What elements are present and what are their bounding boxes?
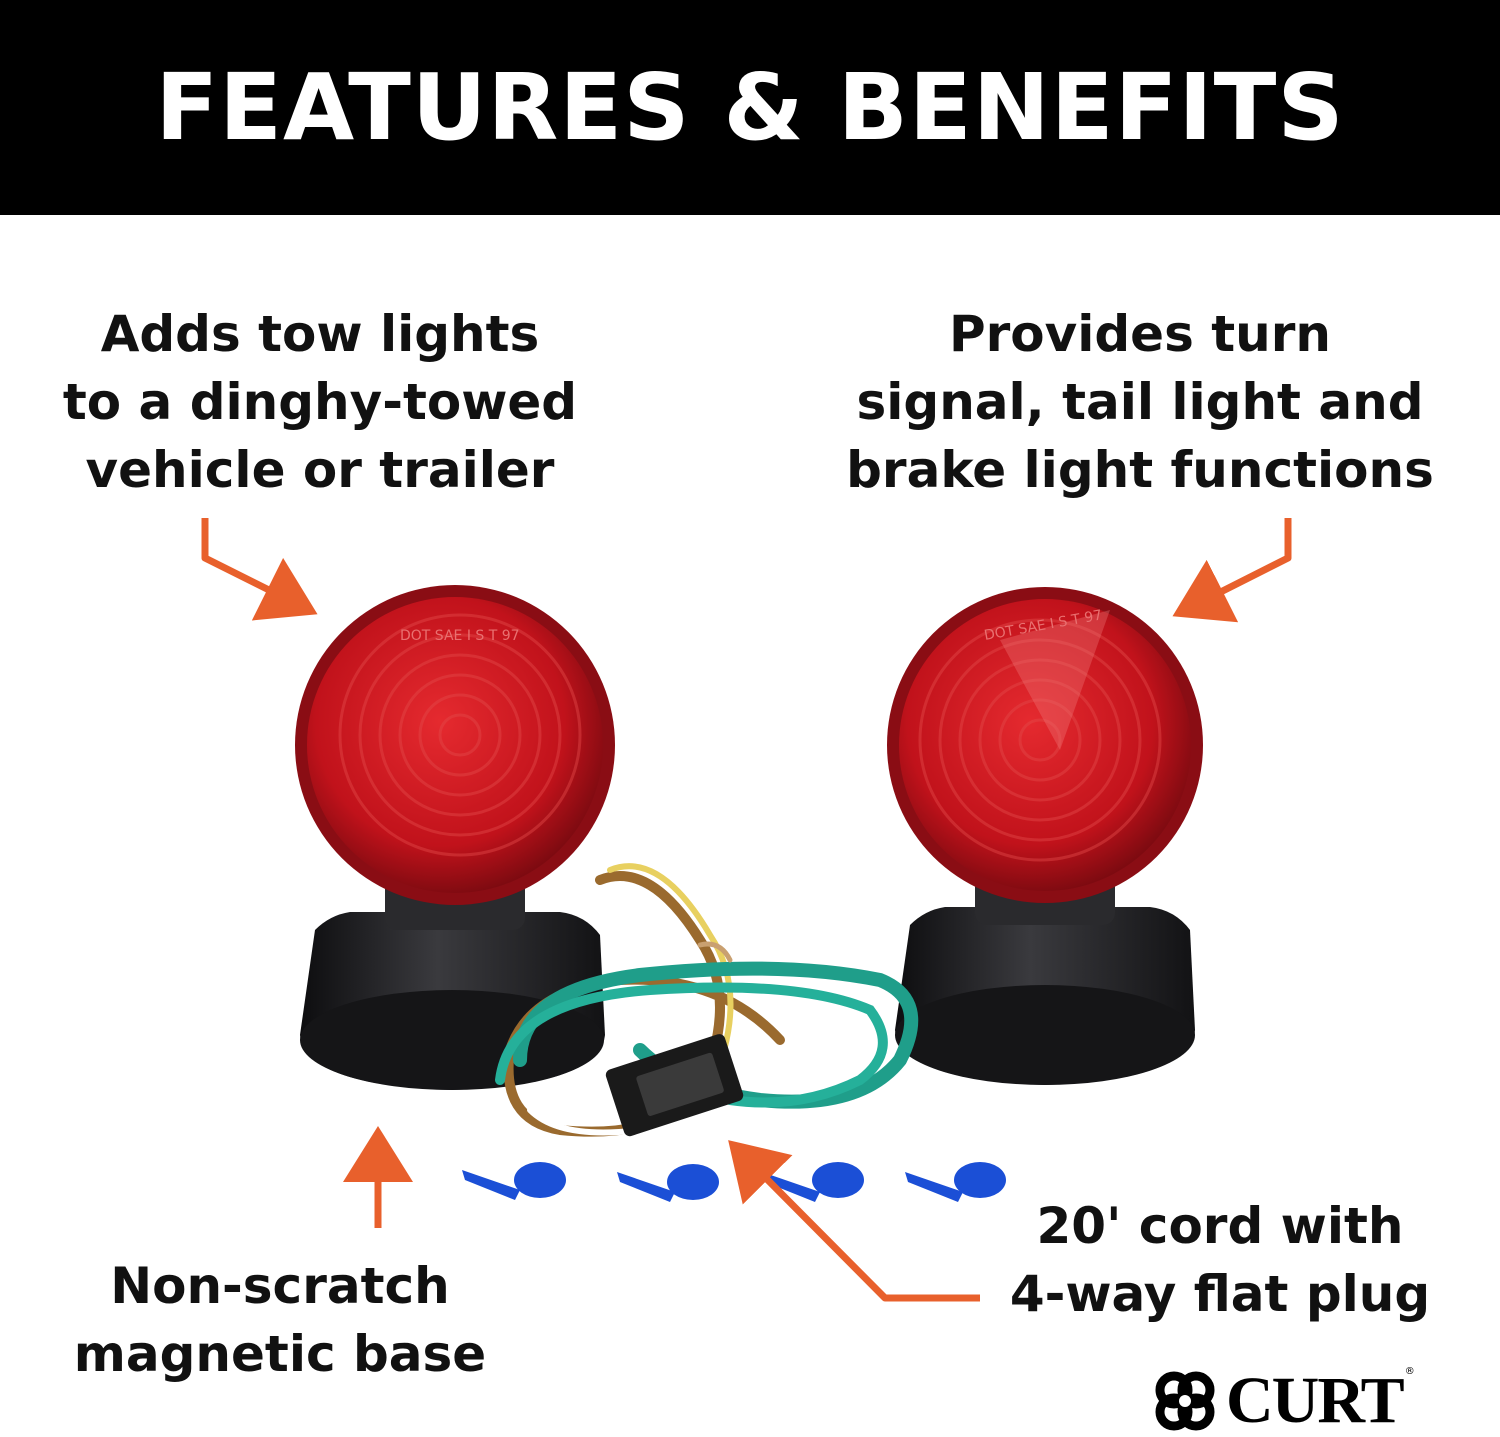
callout-line: Provides turn	[948, 305, 1331, 363]
butt-connector-4	[905, 1162, 1006, 1202]
registered-mark: ®	[1404, 1366, 1415, 1377]
page-title: FEATURES & BENEFITS	[155, 53, 1345, 161]
callout-line: Non-scratch	[110, 1257, 450, 1315]
curt-logo-icon	[1155, 1371, 1215, 1431]
callout-functions: Provides turn signal, tail light and bra…	[830, 300, 1450, 504]
callout-magnetic-base: Non-scratch magnetic base	[40, 1252, 520, 1388]
butt-connector-2	[617, 1164, 719, 1202]
callout-cord: 20' cord with 4-way flat plug	[990, 1192, 1450, 1328]
callout-line: 20' cord with	[1036, 1197, 1404, 1255]
butt-connector-1	[462, 1162, 566, 1200]
callout-line: 4-way flat plug	[1009, 1265, 1431, 1323]
flat-plug-connector	[605, 1034, 744, 1137]
header-banner: FEATURES & BENEFITS	[0, 0, 1500, 215]
callout-line: brake light functions	[846, 441, 1434, 499]
callout-line: vehicle or trailer	[85, 441, 555, 499]
brand-logo: CURT ®	[1150, 1366, 1415, 1436]
left-lens-text: DOT SAE I S T 97	[400, 628, 520, 644]
left-tow-light	[295, 585, 615, 1090]
right-tow-light	[887, 587, 1203, 1085]
callout-line: Adds tow lights	[100, 305, 540, 363]
wiring-harness	[495, 863, 919, 1137]
callout-line: to a dinghy-towed	[62, 373, 578, 431]
arrow-icon	[1172, 518, 1292, 623]
callout-tow-lights: Adds tow lights to a dinghy-towed vehicl…	[40, 300, 600, 504]
butt-connectors	[462, 1162, 1006, 1202]
arrow-icon	[201, 518, 318, 621]
arrow-icon	[728, 1140, 980, 1302]
callout-line: signal, tail light and	[856, 373, 1424, 431]
brand-name: CURT	[1226, 1364, 1405, 1437]
butt-connector-3	[762, 1162, 864, 1202]
callout-line: magnetic base	[73, 1325, 487, 1383]
